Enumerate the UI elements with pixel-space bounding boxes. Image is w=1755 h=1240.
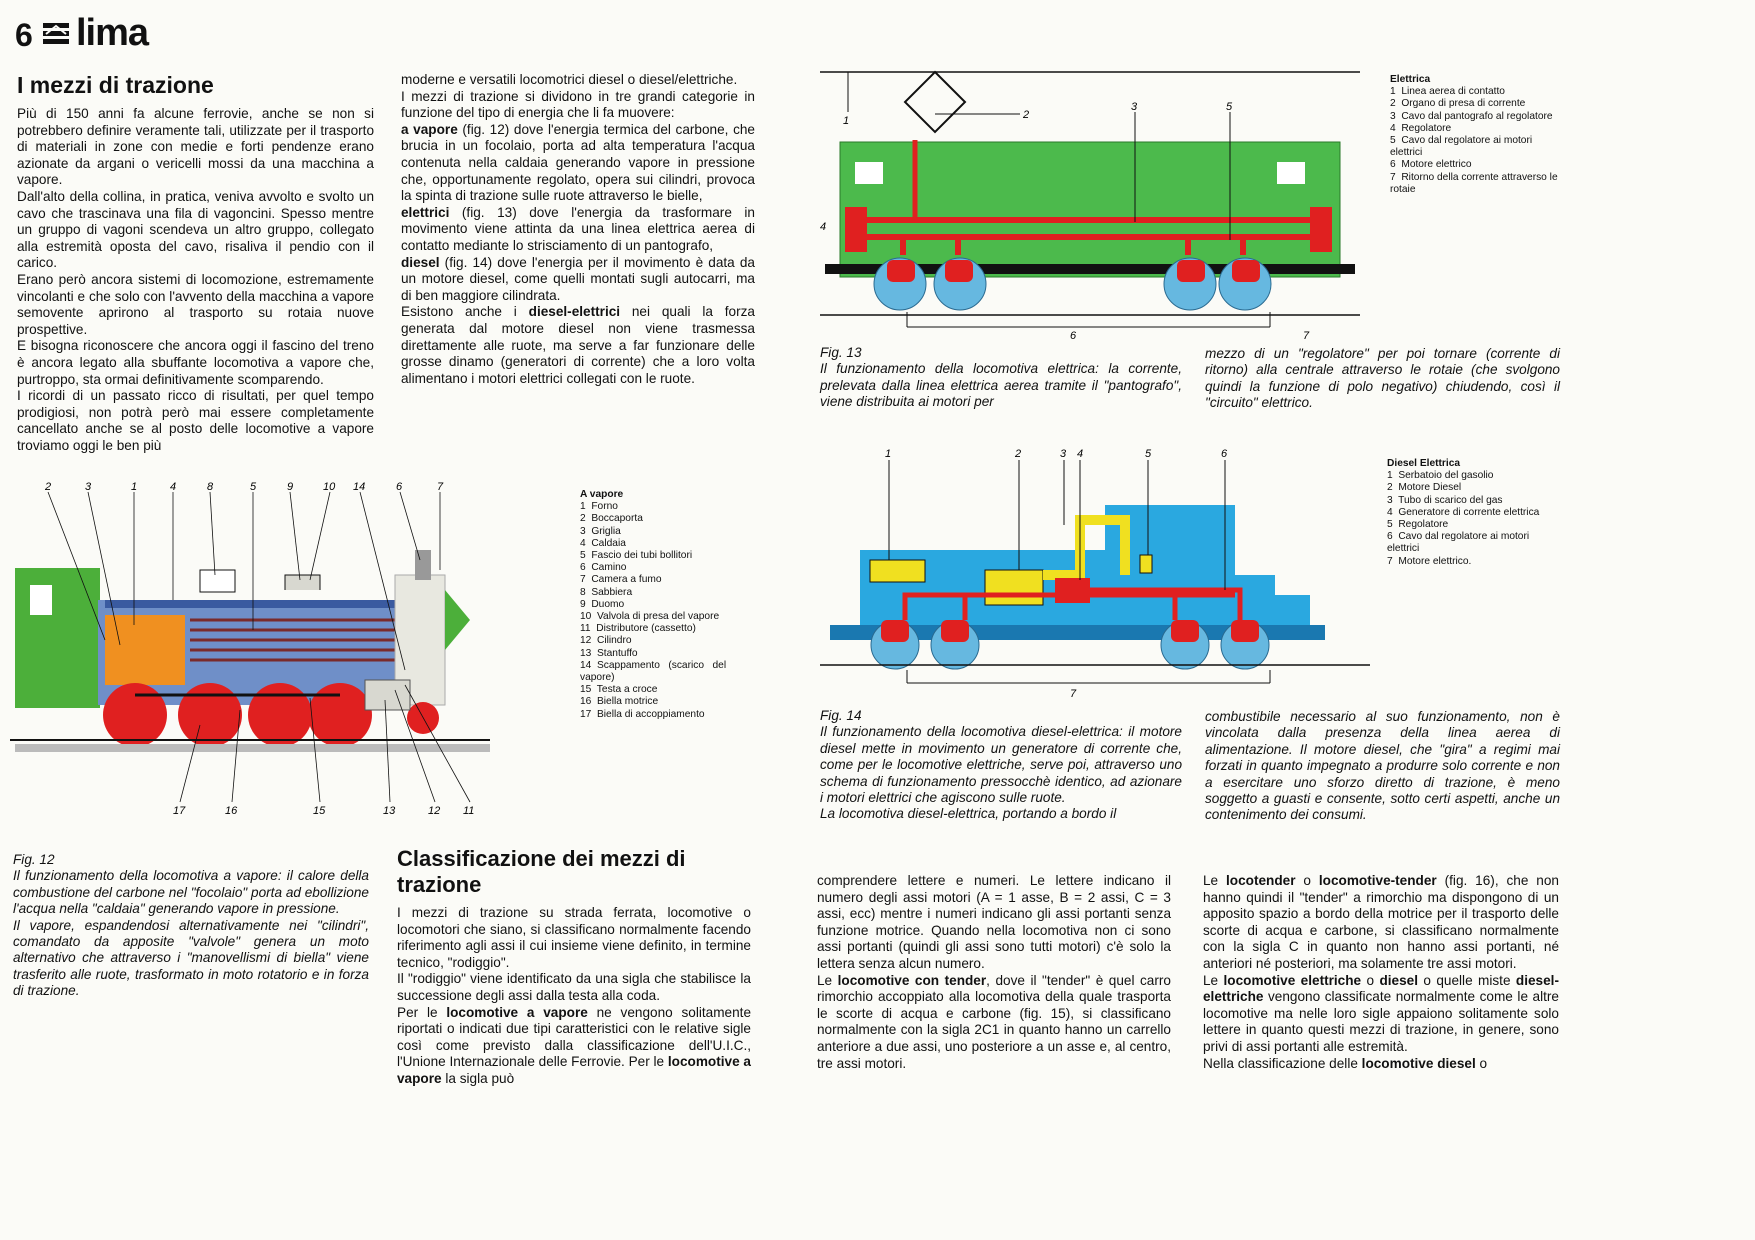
paragraph-diesel: diesel (fig. 14) dove l'energia per il m…: [401, 254, 755, 303]
paragraph: Il "rodiggio" viene identificato da una …: [397, 971, 751, 1003]
paragraph: Le locomotive con tender, dove il "tende…: [817, 972, 1171, 1071]
classification-column-3: Le locotender o locomotive-tender (fig. …: [1203, 873, 1559, 1072]
paragraph: I mezzi di trazione su strada ferrata, l…: [397, 905, 751, 970]
paragraph: I mezzi di trazione si dividono in tre g…: [401, 88, 755, 121]
callout-label: 4: [170, 481, 176, 493]
callout-label: 6: [1221, 448, 1228, 460]
paragraph: E bisogna riconoscere che ancora oggi il…: [17, 338, 374, 387]
legend-diesel-electric: Diesel Elettrica 1 Serbatoio del gasolio…: [1387, 458, 1540, 567]
callout-label: 15: [313, 805, 326, 817]
callout-label: 9: [287, 481, 293, 493]
page-number: 6: [15, 17, 33, 53]
callout-label: 4: [1077, 448, 1083, 460]
paragraph: Dall'alto della collina, in pratica, ven…: [17, 188, 374, 271]
callout-label: 3: [1060, 448, 1067, 460]
paragraph-electric: elettrici (fig. 13) dove l'energia da tr…: [401, 204, 755, 253]
paragraph: moderne e versatili locomotrici diesel o…: [401, 72, 738, 87]
logo-emblem: [42, 20, 70, 46]
callout-label: 2: [44, 481, 51, 493]
callout-label: 14: [353, 481, 365, 493]
paragraph: I ricordi di un passato ricco di risulta…: [17, 388, 374, 453]
callout-label: 10: [323, 481, 336, 493]
callout-label: 7: [1070, 688, 1077, 700]
callout-label: 3: [85, 481, 92, 493]
callout-label: 7: [437, 481, 444, 493]
caption-fig14-right: combustibile necessario al suo funzionam…: [1205, 709, 1560, 823]
paragraph-steam: a vapore (fig. 12) dove l'energia termic…: [401, 121, 755, 204]
categories-column: moderne e versatili locomotrici diesel o…: [401, 72, 755, 387]
callout-label: 17: [173, 805, 186, 817]
callout-label: 1: [131, 481, 137, 493]
callout-label: 2: [1014, 448, 1021, 460]
classification-column: I mezzi di trazione su strada ferrata, l…: [397, 905, 751, 1088]
callout-label: 4: [820, 221, 826, 233]
steam-locomotive-diagram: 2 3 1 4 8 5 9 10 14 6 7 17 16 15 13 12 1…: [10, 481, 490, 817]
section-title: Classificazione dei mezzi di trazione: [397, 846, 686, 897]
callout-label: 11: [463, 805, 474, 817]
callout-label: 8: [207, 481, 214, 493]
paragraph-diesel-electric: Esistono anche i diesel-elettrici nei qu…: [401, 304, 755, 386]
page-title: I mezzi di trazione: [17, 72, 214, 98]
callout-label: 5: [1145, 448, 1152, 460]
callout-label: 16: [225, 805, 238, 817]
classification-column-2: comprendere lettere e numeri. Le lettere…: [817, 873, 1171, 1072]
paragraph: Più di 150 anni fa alcune ferrovie, anch…: [17, 106, 374, 188]
callout-label: 1: [843, 115, 849, 127]
callout-label: 7: [1303, 330, 1310, 342]
callout-label: 6: [396, 481, 403, 493]
intro-column: Più di 150 anni fa alcune ferrovie, anch…: [17, 106, 374, 454]
paragraph: comprendere lettere e numeri. Le lettere…: [817, 873, 1171, 971]
electric-locomotive-diagram: 1 2 3 5 4 6 7: [820, 70, 1360, 342]
callout-label: 1: [885, 448, 891, 460]
paragraph: Le locomotive elettriche o diesel o quel…: [1203, 972, 1559, 1054]
paragraph: Le locotender o locomotive-tender (fig. …: [1203, 873, 1559, 971]
callout-label: 12: [428, 805, 440, 817]
logo: lima: [76, 12, 149, 54]
caption-fig13-right: mezzo di un "regolatore" per poi tornare…: [1205, 346, 1560, 411]
callout-label: 5: [1226, 101, 1233, 113]
diesel-electric-locomotive-diagram: 1 2 3 4 5 6 7: [820, 448, 1370, 700]
paragraph: Per le locomotive a vapore ne vengono so…: [397, 1004, 752, 1086]
callout-label: 5: [250, 481, 257, 493]
paragraph: Nella classificazione delle locomotive d…: [1203, 1055, 1488, 1071]
callout-label: 2: [1022, 109, 1029, 121]
callout-label: 6: [1070, 330, 1077, 342]
callout-label: 3: [1131, 101, 1138, 113]
callout-label: 13: [383, 805, 396, 817]
paragraph: Erano però ancora sistemi di locomozione…: [17, 271, 374, 337]
